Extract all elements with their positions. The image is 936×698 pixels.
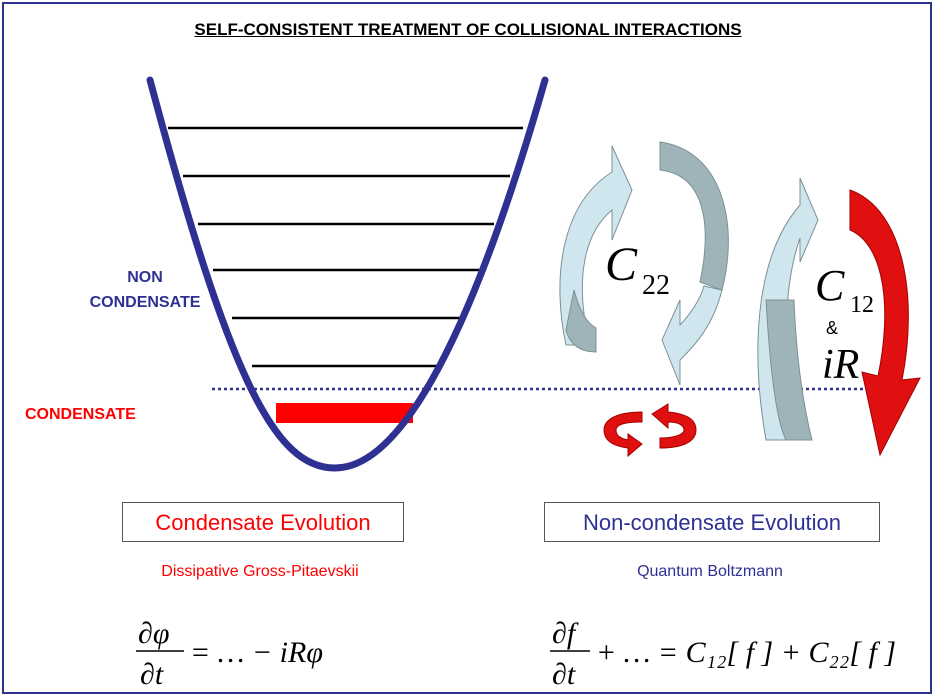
condensate-evolution-box: Condensate Evolution [122, 502, 404, 542]
ir-label: iR [822, 342, 859, 388]
right-eq-numerator: ∂f [552, 617, 579, 650]
exchange-arrow-right [651, 403, 697, 449]
c12-dark-arrow [765, 299, 813, 441]
exchange-arrows [603, 403, 697, 458]
left-eq-denominator: ∂t [140, 658, 164, 691]
left-eq-rhs: = … − iRφ [190, 636, 323, 669]
c12-symbol: C [815, 261, 845, 310]
non-condensate-equation: ∂f ∂t + … = C₁₂[ f ] + C₂₂[ f ] [550, 617, 896, 691]
c22-cycle-arrows [559, 141, 729, 386]
energy-levels [168, 126, 523, 368]
non-condensate-label-line1: NON [127, 269, 163, 286]
c22-symbol: C [605, 238, 638, 291]
ampersand-label: & [826, 318, 838, 338]
c12-cycle-arrows [757, 177, 921, 457]
c22-subscript: 22 [642, 270, 670, 301]
non-condensate-evolution-box: Non-condensate Evolution [544, 502, 880, 542]
page-title: SELF-CONSISTENT TREATMENT OF COLLISIONAL… [194, 20, 742, 39]
c12-subscript: 12 [850, 292, 874, 318]
exchange-arrow-left [603, 411, 643, 458]
right-eq-rhs: + … = C₁₂[ f ] + C₂₂[ f ] [596, 636, 896, 669]
c22-dark-arrow-left [565, 289, 597, 353]
non-condensate-label: NON CONDENSATE [80, 265, 210, 315]
trap-potential-curve [146, 76, 549, 472]
condensate-equation: ∂φ ∂t = … − iRφ [136, 617, 323, 691]
c22-light-arrow [559, 145, 633, 346]
non-condensate-label-line2: CONDENSATE [89, 294, 201, 311]
right-eq-denominator: ∂t [552, 658, 576, 691]
quantum-boltzmann-label: Quantum Boltzmann [637, 563, 783, 580]
condensate-label: CONDENSATE [25, 406, 136, 423]
c22-light-arrow-bottom [661, 285, 723, 386]
condensate-bar [276, 403, 413, 423]
left-eq-numerator: ∂φ [138, 617, 169, 650]
ir-red-arrow [849, 189, 921, 457]
c22-dark-arrow-top [659, 141, 729, 291]
gross-pitaevskii-label: Dissipative Gross-Pitaevskii [161, 563, 359, 580]
